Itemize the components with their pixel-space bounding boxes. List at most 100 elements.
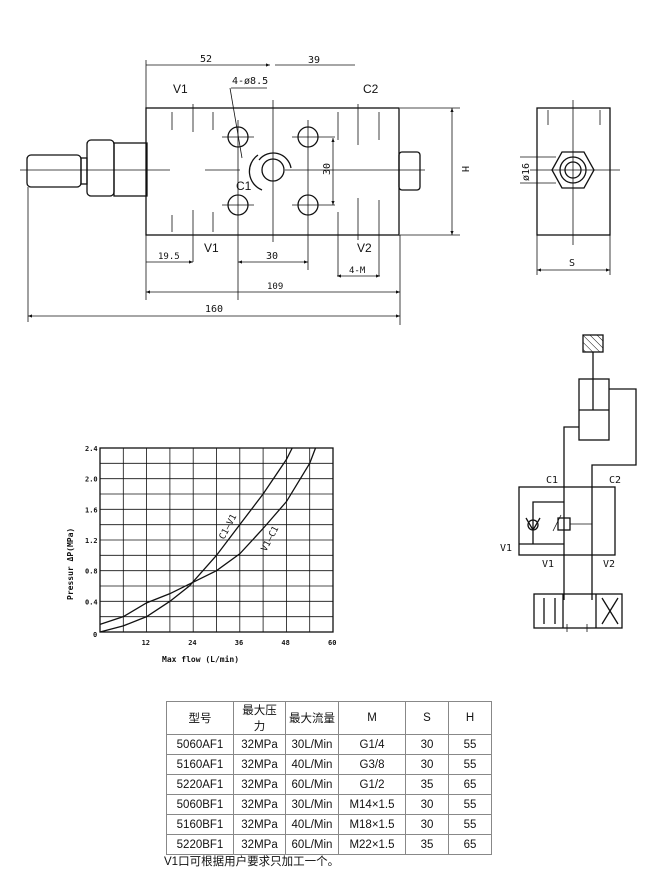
port-v2: V2 — [357, 241, 372, 255]
table-cell: 32MPa — [233, 814, 286, 835]
lock-nut — [86, 139, 115, 197]
table-cell: M18×1.5 — [338, 814, 406, 835]
table-cell: M14×1.5 — [338, 794, 406, 815]
series-line-1 — [99, 447, 317, 625]
column-header: 型号 — [166, 701, 234, 735]
table-cell: 60L/Min — [285, 834, 339, 855]
table-cell: 32MPa — [233, 794, 286, 815]
dim-30-horizontal: 30 — [266, 251, 278, 262]
table-cell: 30 — [405, 814, 449, 835]
dim-160: 160 — [205, 304, 223, 315]
table-cell: 65 — [448, 774, 492, 795]
valve-body — [145, 107, 400, 236]
dim-hole: 4-ø8.5 — [232, 76, 268, 87]
load-symbol — [582, 334, 604, 353]
plug-nut — [398, 151, 421, 191]
x-tick: 36 — [235, 639, 243, 647]
hex-plug — [551, 151, 595, 189]
y-tick: 0.8 — [85, 568, 98, 576]
x-tick: 48 — [281, 639, 289, 647]
y-tick: 1.2 — [85, 537, 98, 545]
table-cell: 55 — [448, 794, 492, 815]
top-view: 52 39 4-ø8.5 30 H 19.5 30 4-M 109 160 V1… — [20, 54, 470, 325]
dim-dia16: ø16 — [521, 163, 532, 181]
table-cell: 30 — [405, 794, 449, 815]
circuit-v2: V2 — [603, 559, 615, 570]
table-cell: 32MPa — [233, 754, 286, 775]
dim-30-vertical: 30 — [322, 163, 333, 175]
table-cell: 35 — [405, 834, 449, 855]
table-cell: 32MPa — [233, 774, 286, 795]
table-cell: 5060BF1 — [166, 794, 234, 815]
port-v1-bottom: V1 — [204, 241, 219, 255]
mounting-holes — [222, 120, 335, 300]
plot-frame — [99, 447, 334, 633]
column-header: H — [448, 701, 492, 735]
table-cell: 65 — [448, 834, 492, 855]
table-cell: 5220BF1 — [166, 834, 234, 855]
table-cell: 5160AF1 — [166, 754, 234, 775]
c1-port — [261, 158, 285, 182]
y-tick: 2.4 — [85, 445, 98, 453]
circuit-c1: C1 — [546, 475, 558, 486]
side-view: ø16 S — [520, 100, 620, 275]
table-cell: 40L/Min — [285, 814, 339, 835]
hydraulic-circuit: C1 C2 V1 V1 V2 — [500, 334, 637, 632]
table-cell: 55 — [448, 754, 492, 775]
adjust-screw — [26, 154, 82, 188]
column-header: 最大流量 — [285, 701, 339, 735]
x-axis-label: Max flow (L/min) — [162, 654, 239, 664]
series-line-0 — [99, 447, 293, 633]
table-cell: 32MPa — [233, 834, 286, 855]
table-cell: 35 — [405, 774, 449, 795]
table-cell: 32MPa — [233, 734, 286, 755]
series-label-c1-v1: C1—V1 — [218, 513, 240, 542]
port-v1-top: V1 — [173, 82, 188, 96]
circuit-c2: C2 — [609, 475, 621, 486]
table-cell: 55 — [448, 734, 492, 755]
x-tick: 24 — [188, 639, 196, 647]
column-header: S — [405, 701, 449, 735]
table-cell: 30L/Min — [285, 734, 339, 755]
port-c2: C2 — [363, 82, 379, 96]
table-cell: 5060AF1 — [166, 734, 234, 755]
y-tick: 0.4 — [85, 598, 98, 606]
dim-S: S — [569, 258, 575, 269]
dim-39: 39 — [308, 55, 320, 66]
dim-52: 52 — [200, 54, 212, 65]
table-cell: G1/2 — [338, 774, 406, 795]
table-cell: 30 — [405, 754, 449, 775]
circuit-v1: V1 — [542, 559, 554, 570]
dim-H: H — [459, 166, 470, 172]
table-cell: 5160BF1 — [166, 814, 234, 835]
table-cell: 5220AF1 — [166, 774, 234, 795]
x-tick: 12 — [142, 639, 150, 647]
table-cell: 55 — [448, 814, 492, 835]
x-tick-0: 0 — [93, 631, 97, 639]
table-note: V1口可根据用户要求只加工一个。 — [164, 856, 340, 868]
dim-19-5: 19.5 — [158, 252, 180, 262]
y-tick: 2.0 — [85, 476, 98, 484]
dim-109: 109 — [267, 282, 283, 292]
table-cell: 30 — [405, 734, 449, 755]
table-cell: 60L/Min — [285, 774, 339, 795]
column-header: 最大压力 — [233, 701, 286, 735]
x-tick: 60 — [328, 639, 336, 647]
y-axis-label: Pressur ΔP(MPa) — [66, 528, 75, 600]
table-cell: 40L/Min — [285, 754, 339, 775]
y-tick: 1.6 — [85, 506, 98, 514]
pressure-flow-chart: 12 24 36 48 60 0.4 0.8 1.2 1.6 2.0 2.4 0 Max flow … — [66, 445, 336, 664]
dim-4-M: 4-M — [349, 266, 366, 276]
column-header: M — [338, 701, 406, 735]
table-cell: G3/8 — [338, 754, 406, 775]
table-cell: G1/4 — [338, 734, 406, 755]
